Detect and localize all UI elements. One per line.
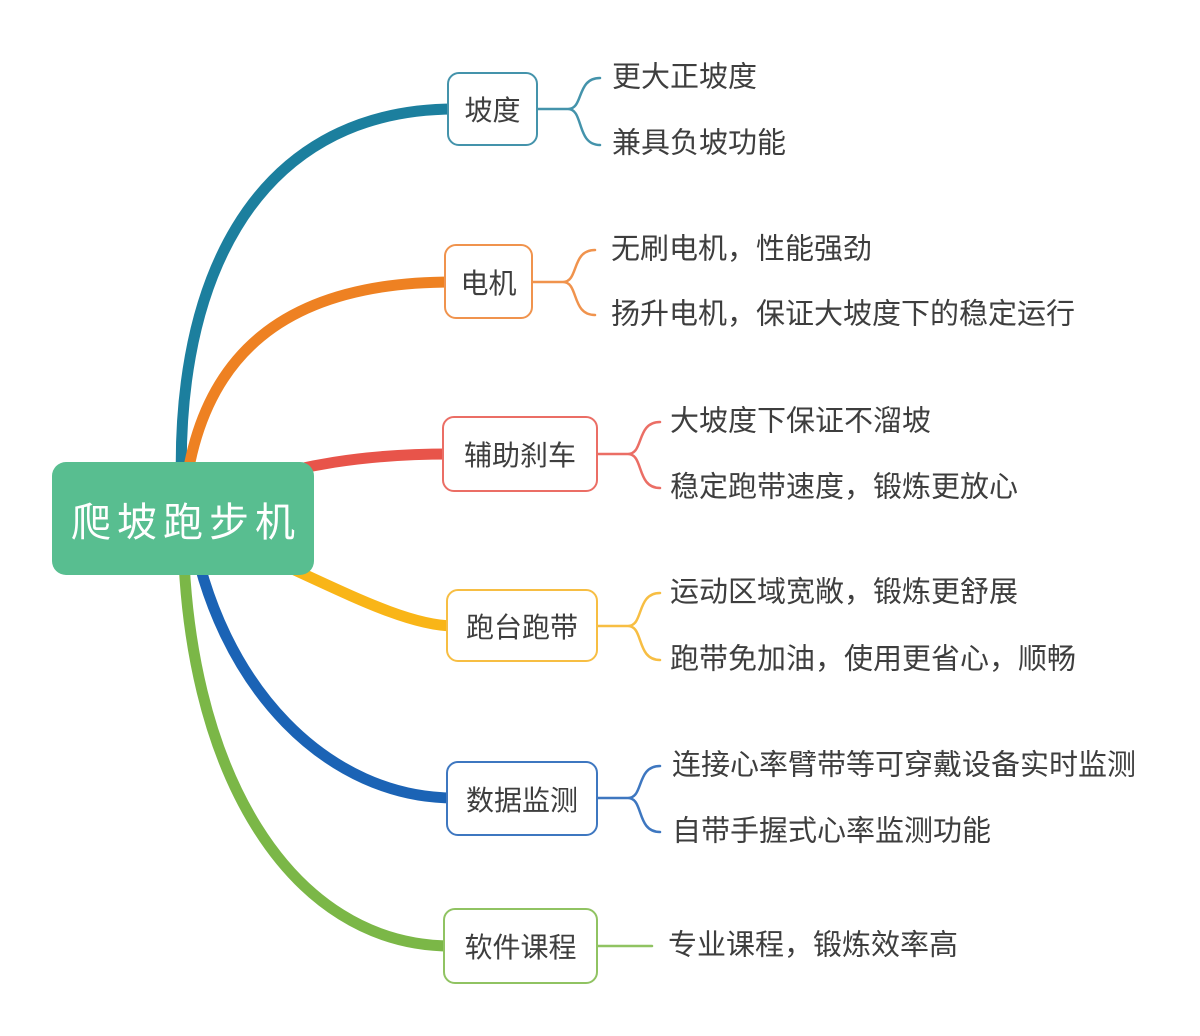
subtopic-motor-1[interactable]: 无刷电机，性能强劲 <box>611 233 873 266</box>
branch-fork-brake <box>596 420 662 490</box>
branch-fork-motor <box>531 248 597 317</box>
subtopic-monitoring-1[interactable]: 连接心率臂带等可穿戴设备实时监测 <box>672 749 1137 782</box>
subtopic-brake-1[interactable]: 大坡度下保证不溜坡 <box>670 405 932 438</box>
topic-node-courses[interactable]: 软件课程 <box>443 908 598 984</box>
subtopic-motor-2[interactable]: 扬升电机，保证大坡度下的稳定运行 <box>611 298 1076 331</box>
topic-label-motor: 电机 <box>460 267 517 299</box>
root-label: 爬坡跑步机 <box>71 500 301 545</box>
topic-label-monitoring: 数据监测 <box>465 784 578 816</box>
subtopic-brake-2[interactable]: 稳定跑带速度，锻炼更放心 <box>670 471 1019 504</box>
subtopic-deck-belt-1[interactable]: 运动区域宽敞，锻炼更舒展 <box>670 576 1019 609</box>
branch-curve-slope <box>175 103 461 520</box>
root-node[interactable]: 爬坡跑步机 <box>52 462 314 575</box>
branch-fork-monitoring <box>596 764 662 834</box>
branch-fork-slope <box>536 76 602 147</box>
subtopic-deck-belt-2[interactable]: 跑带免加油，使用更省心，顺畅 <box>670 643 1077 676</box>
topic-label-courses: 软件课程 <box>464 932 577 963</box>
subtopic-monitoring-2[interactable]: 自带手握式心率监测功能 <box>672 815 992 848</box>
subtopic-slope-1[interactable]: 更大正坡度 <box>612 61 758 94</box>
topic-label-slope: 坡度 <box>464 95 521 126</box>
subtopic-slope-2[interactable]: 兼具负坡功能 <box>612 127 787 160</box>
topic-node-slope[interactable]: 坡度 <box>447 72 538 146</box>
topic-label-deck-belt: 跑台跑带 <box>465 611 578 643</box>
branch-curve-monitoring <box>184 514 460 804</box>
topic-node-deck-belt[interactable]: 跑台跑带 <box>446 589 598 662</box>
topic-node-brake[interactable]: 辅助刹车 <box>442 416 598 492</box>
topic-label-brake: 辅助刹车 <box>463 440 576 471</box>
subtopic-courses-1[interactable]: 专业课程，锻炼效率高 <box>668 929 959 962</box>
topic-node-motor[interactable]: 电机 <box>444 244 533 319</box>
branch-fork-deck-belt <box>596 591 662 662</box>
topic-node-monitoring[interactable]: 数据监测 <box>446 761 598 836</box>
branch-curve-courses <box>177 514 457 952</box>
branch-curve-motor <box>177 276 458 520</box>
